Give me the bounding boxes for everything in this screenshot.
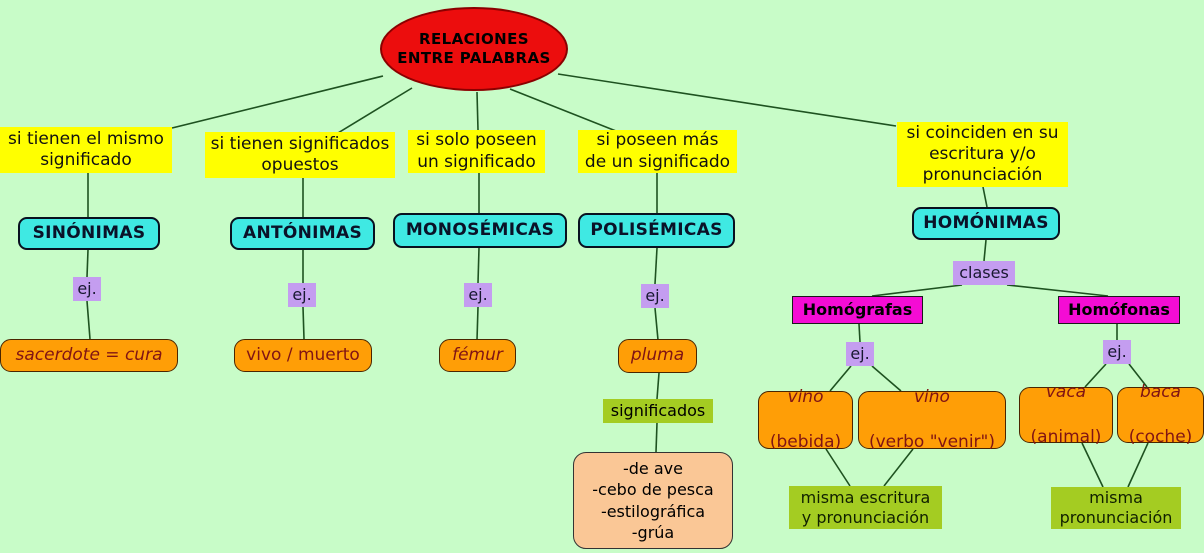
example-label-polisemicas: ej. (641, 284, 669, 308)
example-label-monosemicas: ej. (464, 283, 492, 307)
meanings-list-node: -de ave -cebo de pesca -estilográfica -g… (573, 452, 733, 549)
category-node-homonimas: HOMÓNIMAS (912, 207, 1060, 240)
class-node-homofonas: Homófonas (1058, 296, 1180, 324)
example-gloss: (verbo "venir") (868, 431, 995, 452)
example-text: vino (verbo "venir") (869, 365, 995, 476)
root-node: RELACIONES ENTRE PALABRAS (380, 7, 568, 91)
example-node-vino-bebida: vino (bebida) (758, 387, 853, 452)
example-text: baca (coche) (1129, 360, 1193, 471)
category-node-polisemicas: POLISÉMICAS (578, 213, 735, 248)
example-label-antonimas: ej. (288, 283, 316, 307)
example-label-homofonas: ej. (1103, 340, 1131, 364)
category-node-sinonimas: SINÓNIMAS (18, 217, 160, 250)
example-gloss: (coche) (1128, 426, 1193, 447)
condition-node-monosemicas: si solo poseen un significado (408, 130, 545, 173)
example-label-homografas: ej. (846, 342, 874, 366)
note-node-homofonas: misma pronunciación (1051, 487, 1181, 529)
example-node-sacerdote-cura: sacerdote = cura (0, 339, 178, 372)
example-gloss: (bebida) (769, 431, 842, 452)
example-text: vino (bebida) (770, 365, 841, 476)
example-label-sinonimas: ej. (73, 277, 101, 301)
example-node-baca-coche: baca (coche) (1117, 382, 1204, 447)
example-node-femur: fémur (439, 339, 516, 372)
condition-node-polisemicas: si poseen más de un significado (578, 130, 737, 173)
note-node-homografas: misma escritura y pronunciación (789, 486, 942, 529)
example-word: baca (1140, 381, 1181, 402)
example-gloss: (animal) (1030, 426, 1102, 447)
condition-node-sinonimas: si tienen el mismo significado (0, 127, 172, 173)
example-word: vaca (1045, 381, 1087, 402)
example-node-vivo-muerto: vivo / muerto (234, 339, 372, 372)
example-word: vino (914, 386, 950, 407)
example-node-vino-verbo: vino (verbo "venir") (858, 387, 1006, 452)
example-node-vaca-animal: vaca (animal) (1019, 382, 1113, 447)
example-text: vaca (animal) (1031, 360, 1102, 471)
example-node-pluma: pluma (618, 339, 697, 373)
class-node-homografas: Homógrafas (792, 296, 923, 324)
example-word: vino (787, 386, 824, 407)
condition-node-antonimas: si tienen significados opuestos (205, 132, 395, 178)
meanings-label: significados (603, 399, 713, 423)
category-node-antonimas: ANTÓNIMAS (230, 217, 375, 250)
category-node-monosemicas: MONOSÉMICAS (393, 213, 567, 248)
condition-node-homonimas: si coinciden en su escritura y/o pronunc… (897, 122, 1068, 187)
classes-label: clases (953, 261, 1015, 285)
